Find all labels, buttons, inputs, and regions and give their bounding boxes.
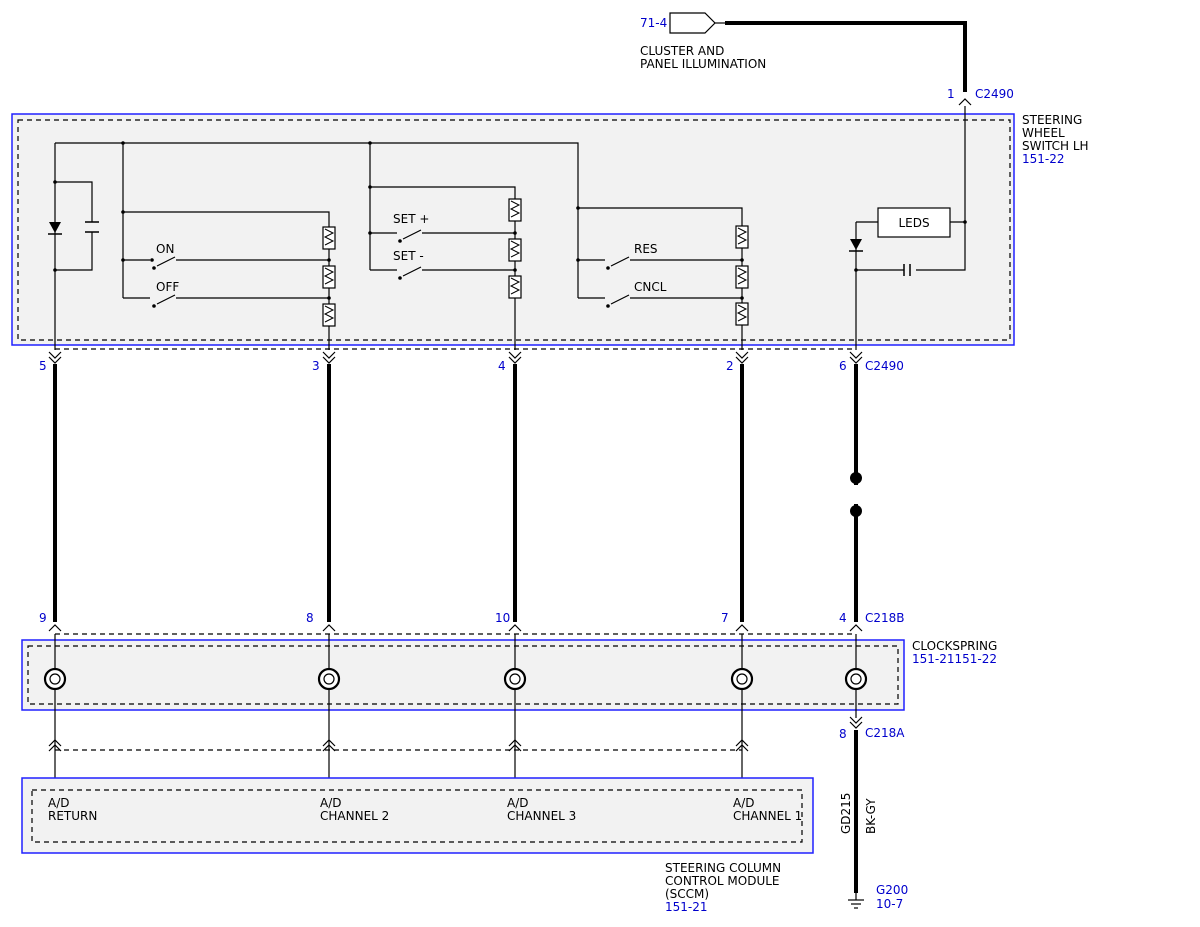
led-cap-branch	[856, 106, 966, 271]
c218a-chevron	[849, 716, 863, 729]
harness-wires	[53, 364, 858, 622]
on-label: ON	[156, 242, 174, 256]
clockspring-ref[interactable]: 151-21151-22	[912, 652, 997, 666]
ground-ref[interactable]: 10-7	[876, 897, 903, 911]
sccm-input-l2: CHANNEL 2	[320, 809, 389, 823]
c2490-bottom-name[interactable]: C2490	[865, 359, 904, 373]
switch-label-2: WHEEL	[1022, 126, 1065, 140]
cluster-label-1: CLUSTER AND	[640, 44, 724, 58]
on-switch-path	[123, 256, 329, 267]
sccm-label-1: STEERING COLUMN	[665, 861, 781, 875]
set-plus-label: SET +	[393, 212, 429, 226]
connector-flag-shape	[669, 12, 716, 34]
resistor-chain-pin3	[322, 226, 336, 327]
ground-name[interactable]: G200	[876, 883, 908, 897]
switch-module-box	[11, 113, 1015, 346]
switch-module-dash	[17, 119, 1011, 341]
sccm-label-3: (SCCM)	[665, 887, 709, 901]
sccm-ref[interactable]: 151-21	[665, 900, 708, 914]
resistor-chain-pin2	[735, 225, 749, 326]
c2490-pin-4: 4	[498, 359, 506, 373]
sccm-input-l2: CHANNEL 3	[507, 809, 576, 823]
sccm-input-l1: A/D	[320, 796, 342, 810]
leds-box	[877, 207, 951, 238]
c218b-pin-9: 9	[39, 611, 47, 625]
ground-wire-circuit: GD215	[839, 793, 853, 834]
diode-left-icon	[49, 222, 61, 233]
sccm-input-l2: CHANNEL 1	[733, 809, 802, 823]
set-minus-label: SET -	[393, 249, 424, 263]
set-feed	[370, 186, 516, 200]
c2490-pin-2: 2	[726, 359, 734, 373]
clockspring-label: CLOCKSPRING	[912, 639, 997, 653]
off-label: OFF	[156, 280, 179, 294]
c218b-name[interactable]: C218B	[865, 611, 905, 625]
resistor-chain-pin4	[508, 198, 522, 299]
junction-dot	[121, 210, 125, 214]
top-connector-ref[interactable]: 71-4	[640, 16, 667, 30]
off-switch-path	[123, 294, 329, 305]
junction-dot	[121, 141, 125, 145]
c218b-pin-8: 8	[306, 611, 314, 625]
c2490-pin-6: 6	[839, 359, 847, 373]
splice-dot-upper	[850, 472, 862, 484]
splice-dot-lower	[850, 505, 862, 517]
cluster-label-2: PANEL ILLUMINATION	[640, 57, 766, 71]
c218b-pin-7: 7	[721, 611, 729, 625]
set-plus-path	[370, 229, 515, 240]
res-switch-path	[578, 256, 742, 267]
top-pin-chevron	[958, 98, 972, 106]
junction-dot	[53, 180, 57, 184]
c2490-top-pin: 1	[947, 87, 955, 101]
c218a-pin: 8	[839, 727, 847, 741]
illumination-wire	[725, 21, 967, 92]
splice-gap	[852, 485, 860, 504]
switch-label-3: SWITCH LH	[1022, 139, 1089, 153]
c2490-pin-3: 3	[312, 359, 320, 373]
sccm-input-l1: A/D	[733, 796, 755, 810]
sccm-label-2: CONTROL MODULE	[665, 874, 780, 888]
cncl-switch-path	[578, 294, 742, 305]
set-minus-path	[370, 266, 515, 277]
cncl-label: CNCL	[634, 280, 667, 294]
clockspring-dash	[27, 645, 899, 705]
c218a-name[interactable]: C218A	[865, 726, 905, 740]
c2490-pin-5: 5	[39, 359, 47, 373]
c218b-pin-10: 10	[495, 611, 510, 625]
sccm-dash	[31, 789, 803, 843]
sccm-input-l1: A/D	[507, 796, 529, 810]
c2490-chevrons	[48, 351, 863, 364]
junction-dot	[53, 268, 57, 272]
cap-branch	[55, 181, 93, 271]
sccm-chevrons	[48, 739, 749, 752]
switch-label-1: STEERING	[1022, 113, 1082, 127]
leds-label: LEDS	[898, 216, 929, 230]
res-label: RES	[634, 242, 658, 256]
onoff-feed	[123, 211, 330, 226]
ground-wire-color: BK-GY	[864, 798, 878, 834]
c218b-chevrons	[48, 624, 863, 632]
clockspring-box	[21, 639, 905, 711]
clockspring-coil-icons	[43, 667, 868, 691]
clockspring-wires	[54, 634, 857, 790]
sccm-input-l2: RETURN	[48, 809, 97, 823]
sccm-input-l1: A/D	[48, 796, 70, 810]
c2490-top-name[interactable]: C2490	[975, 87, 1014, 101]
sccm-input-labels: A/D RETURN A/D CHANNEL 2 A/D CHANNEL 3 A…	[48, 796, 802, 823]
ground-icon	[848, 893, 864, 909]
c218b-pin-4: 4	[839, 611, 847, 625]
switch-module-ref[interactable]: 151-22	[1022, 152, 1065, 166]
diode-right-icon	[850, 239, 862, 250]
